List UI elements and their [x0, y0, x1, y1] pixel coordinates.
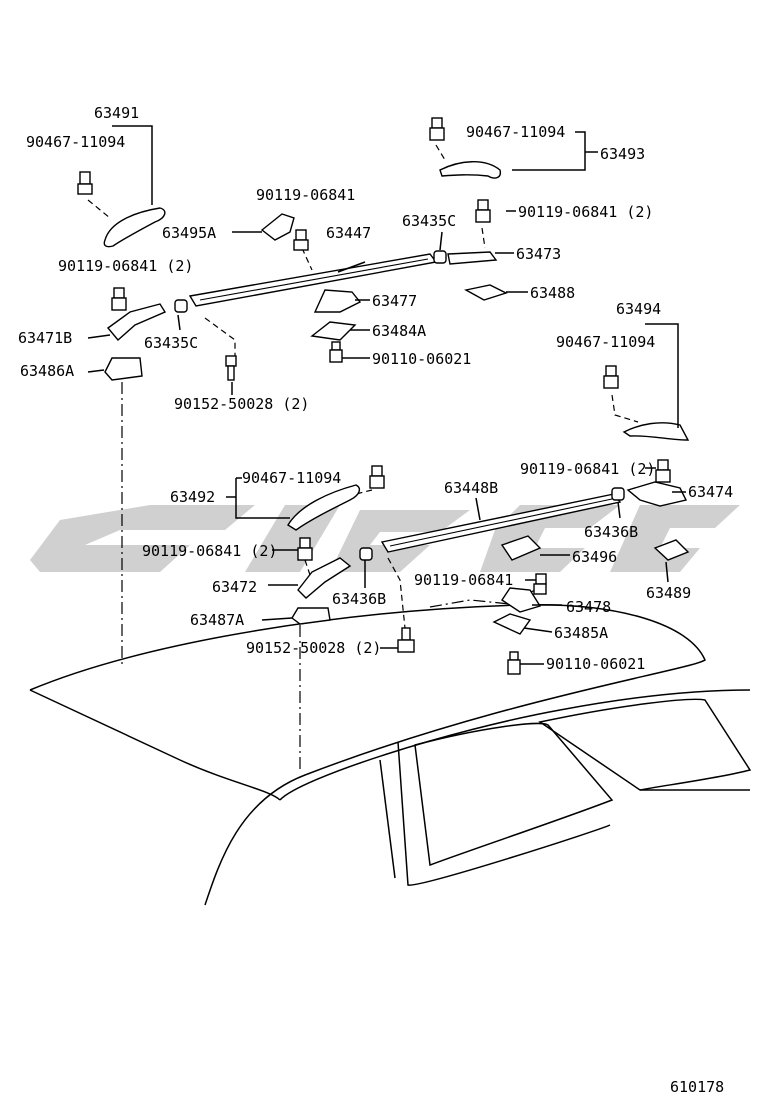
clip-63495A-icon [260, 213, 295, 241]
bolt-90119-icon [293, 229, 309, 251]
gasket-63485A-icon [492, 613, 532, 635]
rail-end-cover-63494-icon [622, 422, 690, 441]
bolt-90119-f-icon [533, 573, 547, 595]
rail-end-cover-63493-icon [439, 161, 502, 179]
bolt-90119-b-icon [475, 199, 491, 223]
label-63474: 63474 [688, 483, 733, 501]
rail-end-cover-63492-icon [287, 484, 361, 531]
bolt-90110-b-icon [507, 651, 521, 675]
label-90119-06841-d: 90119-06841 (2) [520, 460, 655, 478]
bolt-90110-icon [329, 341, 343, 363]
screw-90152-icon [225, 355, 237, 381]
pad-63488-icon [464, 284, 508, 301]
bolt-90119-d-icon [655, 459, 671, 483]
label-63436B-b: 63436B [332, 590, 386, 608]
label-90119-06841-b: 90119-06841 (2) [518, 203, 653, 221]
label-63489: 63489 [646, 584, 691, 602]
part-drawings [77, 117, 690, 675]
cap-63436B-b-icon [359, 547, 373, 561]
label-90110-06021-a: 90110-06021 [372, 350, 471, 368]
label-90467-11094-d: 90467-11094 [242, 469, 341, 487]
label-63435C-b: 63435C [144, 334, 198, 352]
rail-end-cover-63491-icon [103, 207, 166, 248]
pad-63486A-icon [104, 357, 143, 381]
label-90152-50028-b: 90152-50028 (2) [246, 639, 381, 657]
label-63494: 63494 [616, 300, 661, 318]
bolt-90467-d-icon [369, 465, 385, 489]
screw-90152-b-icon [397, 627, 415, 653]
label-63495A: 63495A [162, 224, 216, 242]
label-63493: 63493 [600, 145, 645, 163]
label-63496: 63496 [572, 548, 617, 566]
label-63435C-a: 63435C [402, 212, 456, 230]
gasket-63484A-icon [310, 321, 357, 341]
leg-63472-icon [297, 557, 352, 599]
leg-63473-icon [447, 251, 498, 265]
leader-lines [87, 125, 686, 665]
bolt-90119-c-icon [111, 287, 127, 311]
cover-63496-icon [500, 535, 542, 561]
label-90467-11094-b: 90467-11094 [466, 123, 565, 141]
pad-63489-icon [653, 539, 690, 561]
label-63484A: 63484A [372, 322, 426, 340]
label-63448B: 63448B [444, 479, 498, 497]
bracket-63478-icon [501, 587, 542, 613]
label-90467-11094-a: 90467-11094 [26, 133, 125, 151]
diagram-number: 610178 [670, 1078, 724, 1096]
label-63472: 63472 [212, 578, 257, 596]
label-90119-06841-e: 90119-06841 (2) [142, 542, 277, 560]
cap-63435C-icon [174, 299, 188, 313]
label-63436B-a: 63436B [584, 523, 638, 541]
bracket-63477-icon [313, 289, 362, 313]
label-90119-06841-c: 90119-06841 (2) [58, 257, 193, 275]
bolt-90467-c-icon [603, 365, 619, 389]
label-90110-06021-b: 90110-06021 [546, 655, 645, 673]
label-63471B: 63471B [18, 329, 72, 347]
label-90467-11094-c: 90467-11094 [556, 333, 655, 351]
label-90119-06841-f: 90119-06841 [414, 571, 513, 589]
label-63488: 63488 [530, 284, 575, 302]
part-labels: 63491 90467-11094 90467-11094 63493 9011… [18, 104, 733, 1096]
label-63477: 63477 [372, 292, 417, 310]
bolt-90467-b-icon [429, 117, 445, 141]
label-90119-06841-a: 90119-06841 [256, 186, 355, 204]
cap-63436B-icon [611, 487, 625, 501]
label-90152-50028-a: 90152-50028 (2) [174, 395, 309, 413]
bolt-90119-e-icon [297, 537, 313, 561]
label-63473: 63473 [516, 245, 561, 263]
pad-63487A-icon [291, 607, 331, 625]
label-63486A: 63486A [20, 362, 74, 380]
cap-63435C-b-icon [433, 250, 447, 264]
label-63478: 63478 [566, 598, 611, 616]
leg-63471B-icon [106, 303, 167, 342]
label-63492: 63492 [170, 488, 215, 506]
label-63487A: 63487A [190, 611, 244, 629]
bolt-90467-icon [77, 171, 93, 195]
leg-63474-icon [626, 481, 688, 507]
label-63485A: 63485A [554, 624, 608, 642]
label-63491: 63491 [94, 104, 139, 122]
label-63447: 63447 [326, 224, 371, 242]
vehicle-roof-outline [29, 603, 752, 906]
